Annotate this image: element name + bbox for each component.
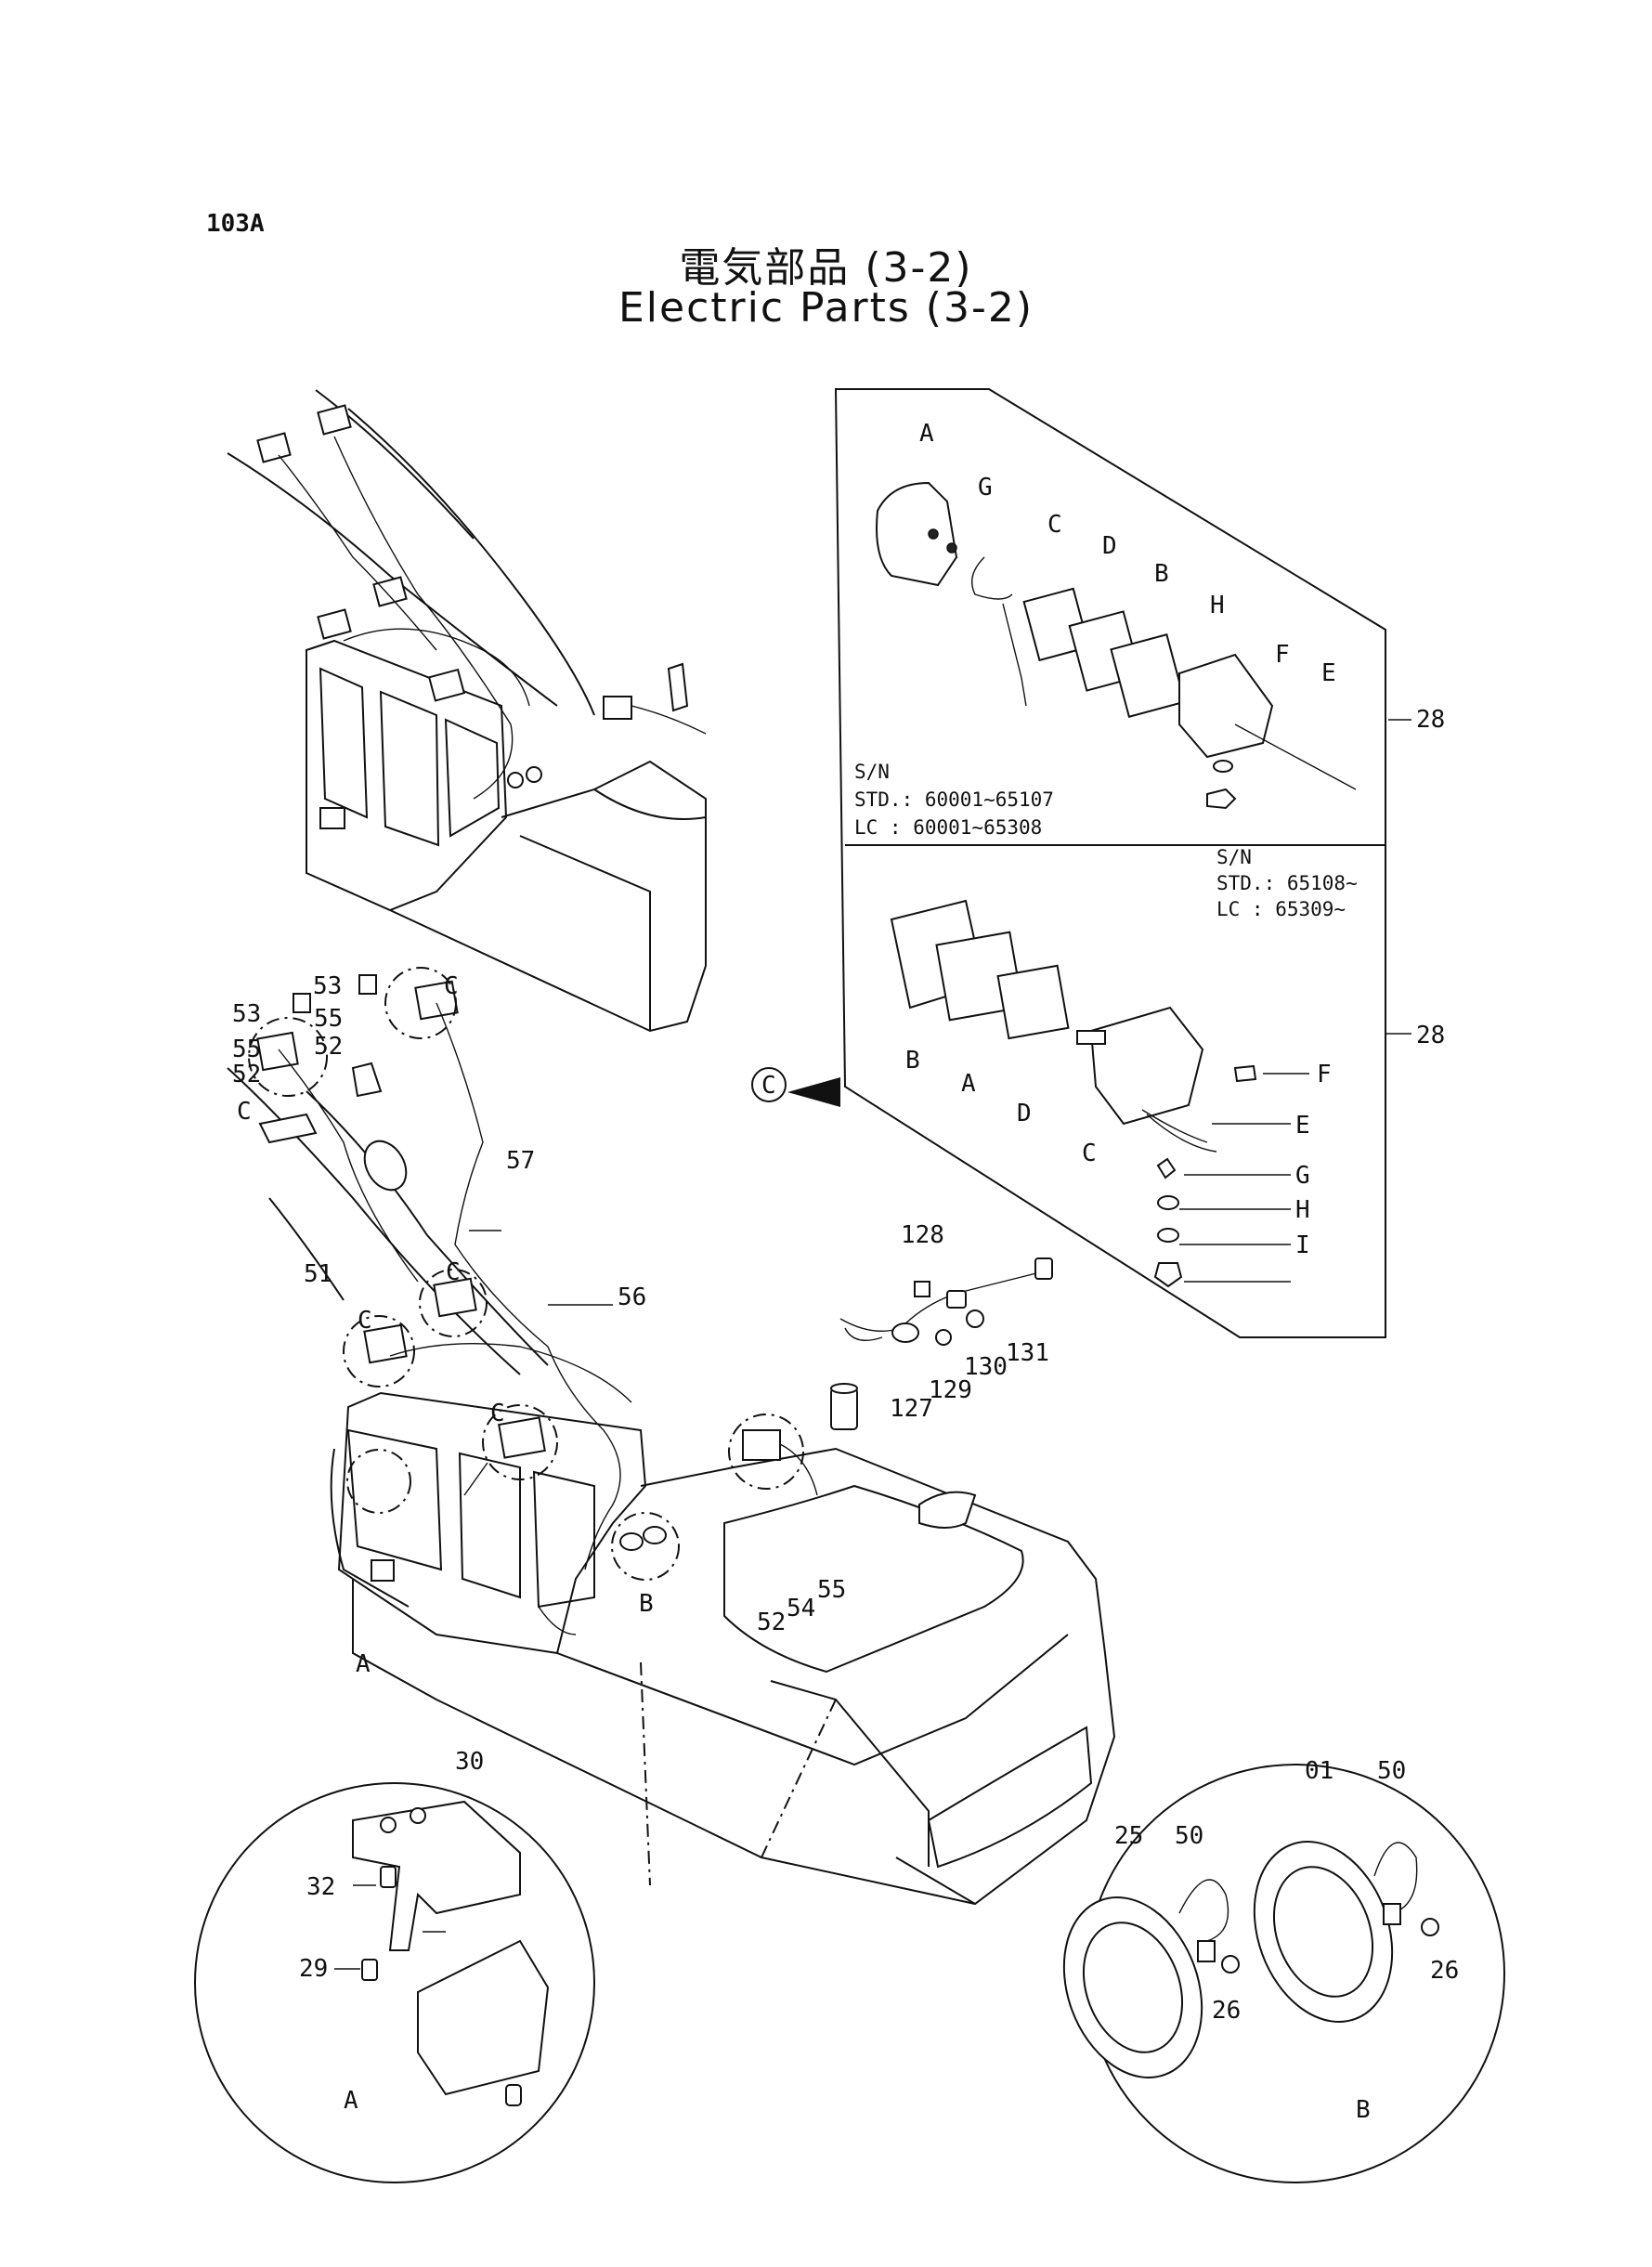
label-127: 127	[890, 1395, 933, 1423]
label-129: 129	[929, 1376, 972, 1404]
page-code: 103A	[206, 210, 265, 238]
title-english: Electric Parts (3-2)	[618, 284, 1034, 332]
label-H: H	[1210, 592, 1225, 619]
label-D: D	[1102, 532, 1117, 560]
label-30: 30	[455, 1748, 484, 1776]
callout-labels: A G C D B H F E 28 S/N STD.: 60001~65107…	[232, 420, 1459, 2124]
label-E: E	[1321, 659, 1336, 687]
main-excavator	[227, 967, 1116, 1906]
label-131: 131	[1006, 1339, 1049, 1367]
serial-new-std: STD.: 65108~	[1216, 872, 1358, 894]
serial-new-header: S/N	[1216, 846, 1252, 868]
label-C: C	[1047, 511, 1062, 539]
title-japanese: 電気部品 (3-2)	[679, 244, 973, 292]
label-56: 56	[618, 1283, 646, 1311]
label-C-e: C	[490, 1400, 505, 1427]
label-50-b: 50	[1377, 1757, 1406, 1785]
serial-old-std: STD.: 60001~65107	[854, 788, 1054, 811]
label-A-main: A	[356, 1650, 371, 1678]
label-55-b: 55	[232, 1036, 261, 1063]
label-55-a: 55	[314, 1005, 343, 1033]
label-28-lower: 28	[1416, 1022, 1445, 1049]
label-54: 54	[787, 1595, 815, 1622]
label-52-a: 52	[314, 1033, 343, 1061]
label-B-main: B	[639, 1590, 654, 1618]
serial-old-lc: LC : 60001~65308	[854, 816, 1042, 839]
label-01: 01	[1305, 1757, 1333, 1785]
label-130: 130	[964, 1353, 1008, 1381]
label-F-lower: F	[1317, 1061, 1332, 1088]
label-A-circle: A	[344, 2087, 358, 2115]
label-G: G	[978, 474, 993, 502]
label-C-lower: C	[1082, 1140, 1097, 1167]
label-G-lower: G	[1295, 1162, 1310, 1190]
label-A: A	[919, 420, 934, 448]
label-52-c: 52	[757, 1609, 786, 1636]
connector-assembly	[839, 1257, 1053, 1346]
label-D-lower: D	[1017, 1100, 1032, 1127]
label-26-b: 26	[1430, 1957, 1459, 1985]
label-C-b: C	[444, 972, 459, 1000]
label-51: 51	[304, 1260, 332, 1288]
detail-circle-a	[194, 1782, 595, 2183]
label-50-a: 50	[1175, 1822, 1203, 1850]
label-52-b: 52	[232, 1061, 261, 1088]
label-53-b: 53	[232, 1000, 261, 1028]
label-128: 128	[901, 1221, 944, 1249]
leader-lines	[334, 719, 1411, 1970]
callout-C-circle	[751, 1067, 787, 1102]
label-E-lower: E	[1295, 1112, 1310, 1140]
label-57: 57	[506, 1147, 535, 1175]
label-H-lower: H	[1295, 1196, 1310, 1224]
label-C-circle: C	[761, 1072, 776, 1100]
label-28-upper: 28	[1416, 706, 1445, 734]
label-53-a: 53	[313, 972, 342, 1000]
label-F: F	[1275, 641, 1290, 669]
upper-excavator-overview	[227, 389, 707, 1033]
label-29: 29	[299, 1955, 328, 1983]
label-B-lower: B	[905, 1047, 920, 1075]
serial-old-header: S/N	[854, 761, 890, 783]
label-B-circle: B	[1356, 2096, 1371, 2124]
label-A-lower: A	[961, 1070, 976, 1098]
light-detail-box	[787, 388, 1386, 1338]
label-26-a: 26	[1212, 1997, 1241, 2025]
serial-new-lc: LC : 65309~	[1216, 898, 1346, 920]
label-C-d: C	[358, 1307, 372, 1335]
label-B: B	[1154, 560, 1169, 588]
label-25: 25	[1114, 1822, 1143, 1850]
label-55-c: 55	[817, 1576, 846, 1604]
label-C-a: C	[237, 1098, 252, 1126]
label-C-c: C	[446, 1258, 461, 1286]
label-I-lower: I	[1295, 1231, 1310, 1259]
label-32: 32	[306, 1873, 335, 1901]
detail-circle-b	[1062, 1764, 1505, 2183]
